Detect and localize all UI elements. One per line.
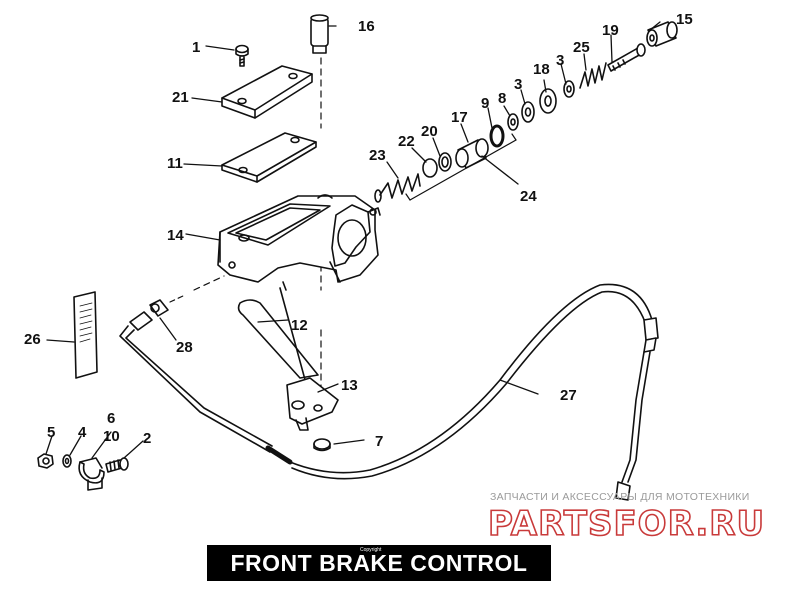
part-19-pushrod [607, 43, 646, 72]
part-3-washer-a [521, 101, 535, 123]
callout-12: 12 [291, 317, 308, 334]
callout-20: 20 [421, 123, 438, 140]
part-14-master-cylinder [217, 194, 381, 283]
callout-22: 22 [398, 133, 415, 150]
callout-3a: 3 [514, 76, 522, 93]
diagram-title: FRONT BRAKE CONTROL [230, 550, 528, 576]
callout-27: 27 [560, 387, 577, 404]
watermark: ЗАПЧАСТИ И АКСЕССУАРЫ ДЛЯ МОТОТЕХНИКИ PA… [487, 491, 765, 545]
part-25-spring [579, 62, 607, 89]
part-8-washer [507, 113, 519, 131]
bracket-line-24 [409, 139, 517, 201]
part-26-decal [73, 291, 98, 379]
copyright-mark: Copyright [360, 547, 382, 553]
leader-lines [45, 21, 661, 459]
part-13-pivot [286, 377, 339, 431]
callout-25: 25 [573, 39, 590, 56]
title-bar [207, 545, 551, 581]
part-3-washer-b [563, 80, 575, 98]
callout-15: 15 [676, 11, 693, 28]
callout-19: 19 [602, 22, 619, 39]
part-21-cover [221, 65, 313, 119]
part-5-nut [37, 453, 54, 469]
part-9-oring [489, 124, 505, 148]
callout-7: 7 [375, 433, 383, 450]
callout-17: 17 [451, 109, 468, 126]
part-23-spring [374, 173, 421, 203]
callout-9: 9 [481, 95, 489, 112]
callout-1: 1 [192, 39, 200, 56]
part-10-clamp [78, 457, 105, 491]
watermark-logo: PARTSFOR.RU [488, 504, 765, 544]
part-11-gasket [221, 132, 317, 183]
callout-14: 14 [167, 227, 184, 244]
part-2-bolt [105, 457, 129, 473]
callout-4: 4 [78, 424, 87, 441]
part-15-boot [646, 21, 678, 47]
callout-8: 8 [498, 90, 506, 107]
part-22-cup [422, 158, 438, 178]
part-20-cup [438, 152, 452, 172]
part-18-washer [539, 88, 557, 114]
part-7-nut [313, 438, 331, 452]
callout-21: 21 [172, 89, 189, 106]
callout-3b: 3 [556, 52, 564, 69]
callout-6: 6 [107, 410, 115, 427]
callout-10: 10 [103, 428, 120, 445]
part-28-fitting [129, 275, 225, 331]
part-1-screw [235, 44, 249, 67]
part-16-plug [310, 14, 329, 54]
callout-18: 18 [533, 61, 550, 78]
callout-labels: 1 2 3 3 4 5 6 7 8 9 10 11 12 13 14 15 16… [24, 11, 693, 450]
part-4-washer [62, 454, 72, 468]
part-27-brake-hose [119, 283, 659, 501]
callout-23: 23 [369, 147, 386, 164]
callout-24: 24 [520, 188, 537, 205]
callout-2: 2 [143, 430, 151, 447]
callout-13: 13 [341, 377, 358, 394]
callout-16: 16 [358, 18, 375, 35]
watermark-tagline: ЗАПЧАСТИ И АКСЕССУАРЫ ДЛЯ МОТОТЕХНИКИ [490, 491, 750, 503]
callout-5: 5 [47, 424, 55, 441]
callout-28: 28 [176, 339, 193, 356]
callout-11: 11 [167, 155, 183, 172]
callout-26: 26 [24, 331, 41, 348]
